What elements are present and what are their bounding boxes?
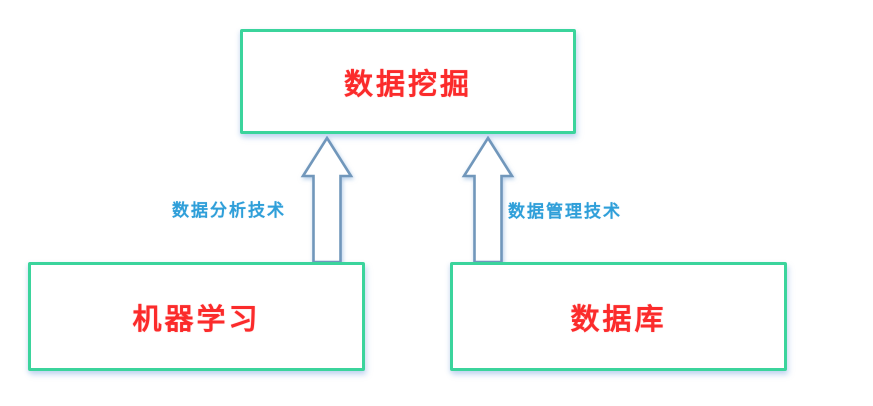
node-data-mining: 数据挖掘 <box>240 29 576 134</box>
up-block-arrow-right-icon <box>461 136 515 264</box>
node-data-mining-label: 数据挖掘 <box>343 68 472 101</box>
edge-label-data-analysis: 数据分析技术 <box>172 201 286 220</box>
node-machine-learning-label: 机器学习 <box>132 303 261 336</box>
node-database-label: 数据库 <box>570 303 667 336</box>
up-block-arrow-left-icon <box>300 136 354 264</box>
node-database: 数据库 <box>450 262 787 371</box>
node-machine-learning: 机器学习 <box>28 262 365 371</box>
edge-label-data-management: 数据管理技术 <box>508 202 622 221</box>
